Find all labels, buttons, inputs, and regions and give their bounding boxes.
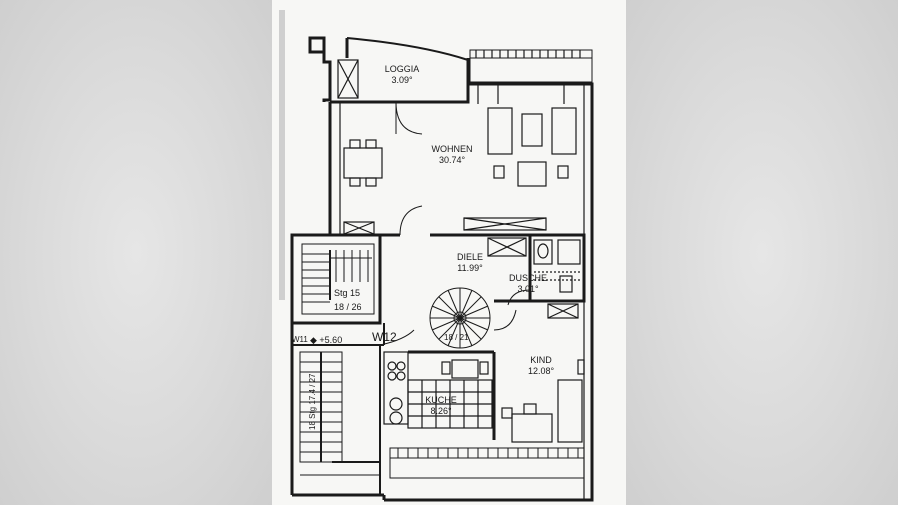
blurred-background-left <box>0 0 272 505</box>
lower-stair-label: 18 Stg 17.4 / 27 <box>308 373 317 431</box>
room-diele-area: 11.99° <box>457 263 483 273</box>
level-marker: ◆ +5.60 <box>310 335 343 345</box>
balcony-railing-bottom <box>389 447 585 479</box>
stair-steps: 18 / 26 <box>334 302 362 312</box>
room-dusche: DUSCHE 3.01° <box>506 273 550 295</box>
room-dusche-name: DUSCHE <box>508 273 547 283</box>
room-wohnen-area: 30.74° <box>438 155 466 165</box>
room-kuche-area: 8.26° <box>430 406 452 416</box>
spiral-stair-steps: 18 / 21 <box>444 333 469 342</box>
lower-staircase <box>299 351 380 476</box>
wohnen-furniture <box>343 84 577 235</box>
corridor-wall <box>292 323 415 495</box>
upper-staircase <box>290 233 382 325</box>
room-kuche-name: KUCHE <box>425 395 457 405</box>
room-loggia-area: 3.09° <box>391 75 413 85</box>
door-wohnen <box>399 205 423 236</box>
left-marker: W11 <box>292 335 308 344</box>
room-kuche: KUCHE 8.26° <box>416 395 466 417</box>
room-diele-name: DIELE <box>456 252 483 262</box>
kind-room <box>493 299 585 443</box>
unit-label: W12 <box>372 330 397 344</box>
door-loggia <box>395 101 423 135</box>
spiral-staircase <box>429 287 491 349</box>
shower-room <box>487 233 586 306</box>
blurred-background-right <box>626 0 898 505</box>
room-diele: DIELE 11.99° <box>440 252 500 274</box>
room-loggia-name: LOGGIA <box>384 64 420 74</box>
floor-plan-drawing <box>279 10 594 502</box>
kitchen-fixtures <box>383 350 496 440</box>
floor-plan-sheet: LOGGIA 3.09° WOHNEN 30.74° DIELE 11.99° … <box>272 0 626 505</box>
room-loggia: LOGGIA 3.09° <box>372 64 432 86</box>
room-dusche-area: 3.01° <box>517 284 539 294</box>
room-wohnen-name: WOHNEN <box>431 144 473 154</box>
balcony-railing-top <box>469 49 593 83</box>
room-kind-area: 12.08° <box>527 366 555 376</box>
room-kind: KIND 12.08° <box>516 355 566 377</box>
room-wohnen: WOHNEN 30.74° <box>422 144 482 166</box>
room-kind-name: KIND <box>530 355 552 365</box>
stair-label: Stg 15 <box>334 288 361 298</box>
